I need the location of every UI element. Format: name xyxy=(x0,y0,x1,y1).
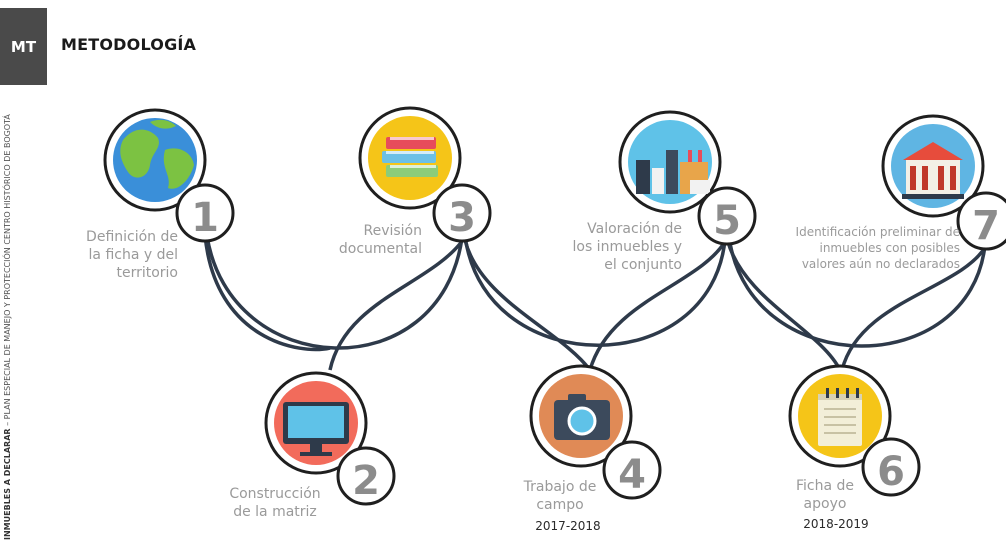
arc-3-4 xyxy=(463,239,592,372)
step-5-label: Valoración de los inmuebles y el conjunt… xyxy=(560,220,682,274)
step-4-label-line: Trabajo de xyxy=(523,479,597,495)
step-2-label-line: Construcción xyxy=(229,486,321,502)
step-5-label-line: el conjunto xyxy=(604,257,682,273)
step-4-year: 2017-2018 xyxy=(535,519,601,533)
step-1-label-line: territorio xyxy=(116,265,178,281)
step-7-label-line: valores aún no declarados xyxy=(801,257,960,271)
arc-5-7 xyxy=(728,242,987,348)
step-2-label: Construcción de la matriz xyxy=(220,485,330,521)
step-7-icon-circle xyxy=(881,114,985,218)
arc-3-5 xyxy=(464,239,727,347)
step-4-icon-circle xyxy=(529,364,633,468)
step-5-number: 5 xyxy=(713,198,741,244)
step-5-label-line: Valoración de xyxy=(587,221,682,237)
arc-1-3 xyxy=(205,235,464,350)
arc-4-5 xyxy=(588,239,728,371)
step-3-label-line: Revisión xyxy=(363,223,422,239)
step-4-label-line: campo xyxy=(536,497,584,513)
step-1-label-line: la ficha y del xyxy=(88,247,178,263)
step-6-label: Ficha de apoyo xyxy=(780,477,870,513)
arc-2-3 xyxy=(328,238,465,371)
page-title: METODOLOGÍA xyxy=(61,35,197,54)
step-3-icon-circle xyxy=(358,106,462,210)
step-7-label-line: inmuebles con posibles xyxy=(819,241,960,255)
step-3-number: 3 xyxy=(448,195,476,241)
step-5-number-circle: 5 xyxy=(697,186,757,246)
step-7-number-circle: 7 xyxy=(956,191,1006,251)
step-2-icon-circle xyxy=(264,371,368,475)
arc-1-2 xyxy=(203,234,331,352)
step-6-label-line: Ficha de xyxy=(795,478,855,494)
step-2-number-circle: 2 xyxy=(336,446,396,506)
step-5-icon-circle xyxy=(618,110,722,214)
step-6-number-circle: 6 xyxy=(861,437,921,497)
step-2-number: 2 xyxy=(352,458,380,504)
connector-arcs xyxy=(203,234,988,372)
step-1-icon-circle xyxy=(103,108,207,212)
step-5-label-line: los inmuebles y xyxy=(572,239,682,255)
step-1-number-circle: 1 xyxy=(175,183,235,243)
step-3-label-line: documental xyxy=(338,241,422,257)
step-1-label: Definición de la ficha y del territorio xyxy=(60,228,178,282)
step-4-number: 4 xyxy=(618,452,646,498)
step-6-label-line: apoyo xyxy=(803,496,847,512)
step-7-number: 7 xyxy=(972,203,1000,249)
step-7-label: Identificación preliminar de inmuebles c… xyxy=(770,224,960,272)
step-3-number-circle: 3 xyxy=(432,183,492,243)
step-6-year: 2018-2019 xyxy=(803,517,869,531)
step-6-number: 6 xyxy=(877,449,905,495)
step-4-label: Trabajo de campo xyxy=(510,478,610,514)
step-3-label: Revisión documental xyxy=(318,222,422,258)
step-6-icon-circle xyxy=(788,364,892,468)
step-1-label-line: Definición de xyxy=(86,229,178,245)
step-2-label-line: de la matriz xyxy=(233,504,317,520)
step-4-number-circle: 4 xyxy=(602,440,662,500)
step-1-number: 1 xyxy=(191,195,219,241)
arc-6-7 xyxy=(840,245,988,371)
section-badge: MT xyxy=(0,8,47,85)
step-7-label-line: Identificación preliminar de xyxy=(795,225,960,239)
